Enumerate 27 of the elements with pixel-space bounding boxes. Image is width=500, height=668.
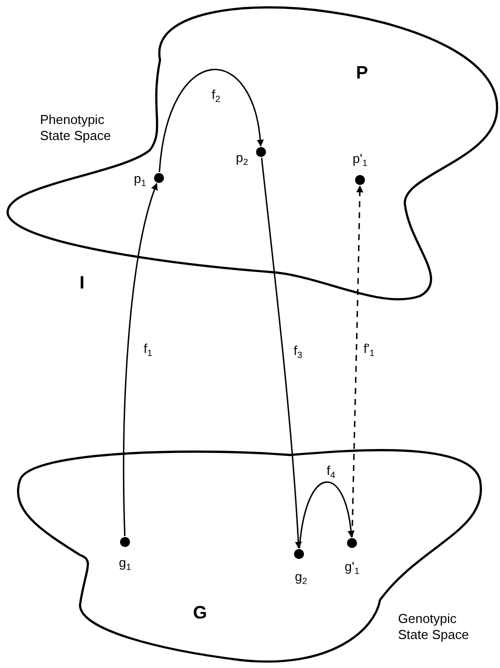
arrow (158, 69, 264, 172)
point-dot (120, 537, 130, 547)
edge-label: f$_{2}$ (210, 88, 222, 104)
point-dot (294, 549, 304, 559)
arrow (122, 182, 158, 536)
edge-label: f'$_{1}$ (362, 342, 376, 358)
point-label: g'$_{1}$ (344, 560, 360, 576)
point-dot (154, 173, 164, 183)
arrow (260, 158, 302, 549)
point-dot (355, 175, 365, 185)
point-label: p$_{1}$ (132, 172, 148, 188)
edge-label: f$_{3}$ (292, 344, 304, 360)
region-label: I (78, 272, 86, 294)
point-dot (256, 147, 266, 157)
arrow (351, 185, 364, 538)
point-label: p$_{2}$ (234, 150, 250, 168)
point-dot (347, 538, 357, 548)
point-label: p'$_{1}$ (352, 152, 368, 168)
region-heading: Phenotypic State Space (40, 112, 112, 144)
point-label: g$_{2}$ (294, 570, 308, 586)
region-label: G (192, 602, 208, 624)
region-heading: Genotypic State Space (398, 611, 470, 642)
edge-label: f$_{1}$ (142, 342, 154, 358)
region-label: P (355, 62, 369, 84)
edge-label: f$_{4}$ (326, 464, 336, 480)
point-label: g$_{1}$ (118, 556, 132, 572)
arrow (298, 482, 354, 548)
